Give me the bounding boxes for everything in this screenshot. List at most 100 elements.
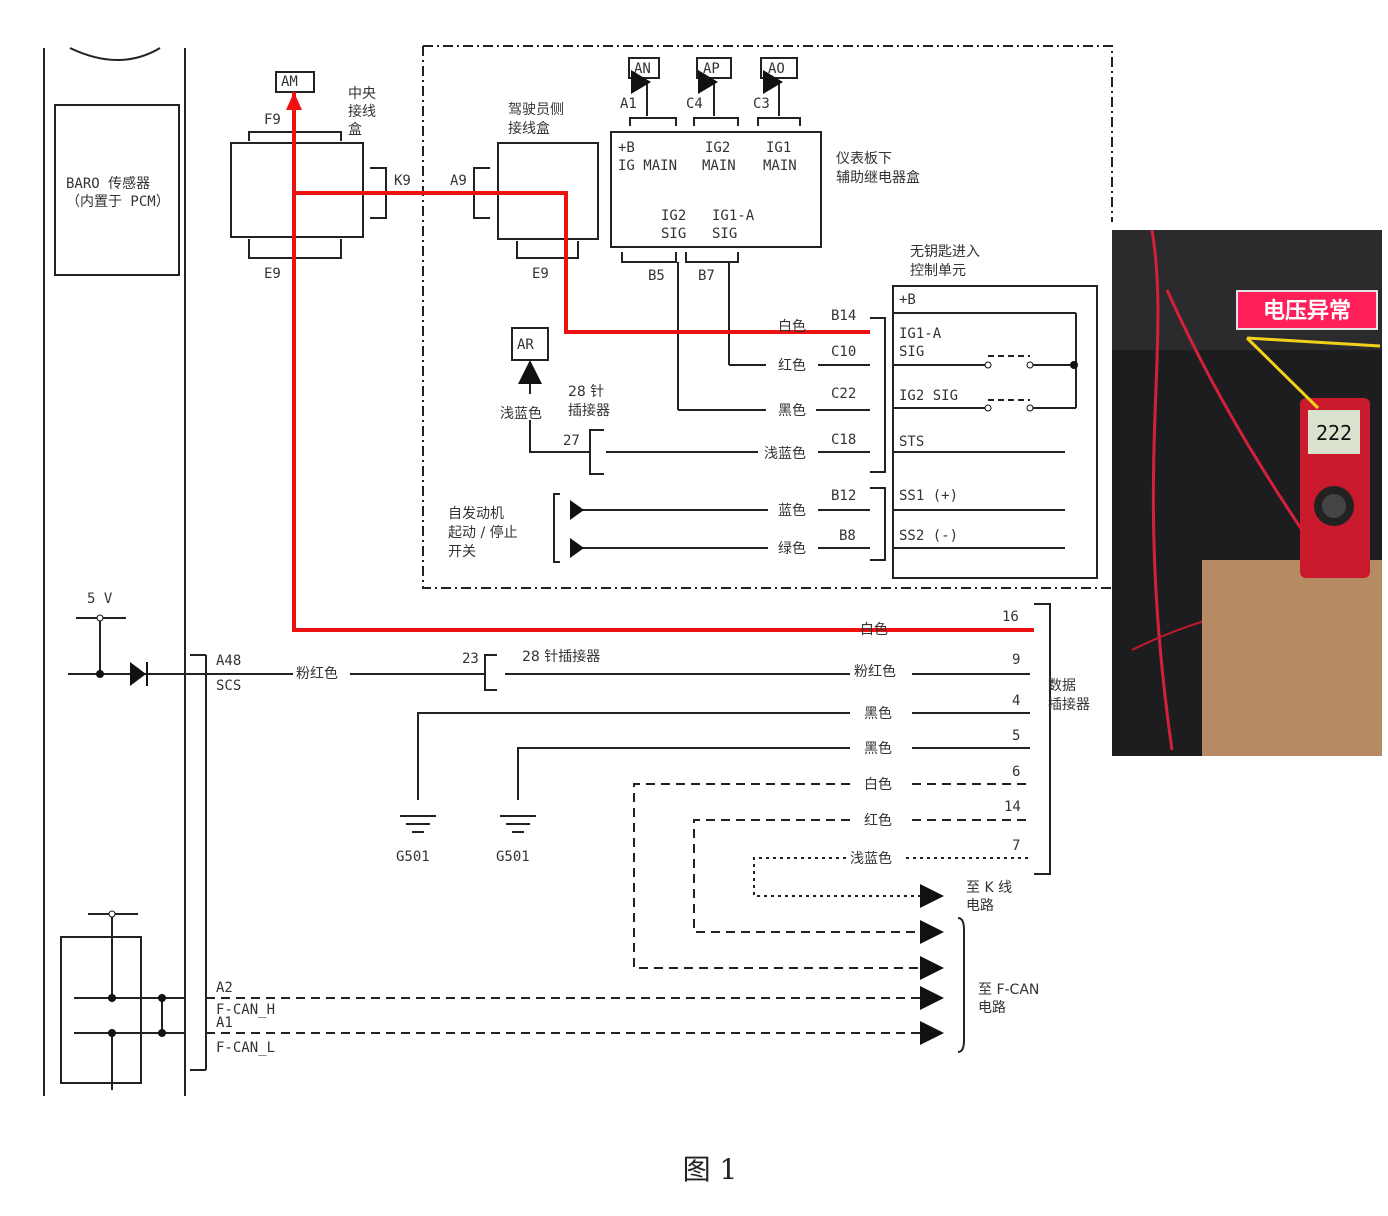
b8-label: B8	[839, 528, 856, 544]
c3-label: C3	[753, 96, 770, 112]
wire-color-light-blue-3: 浅蓝色	[850, 850, 892, 867]
pin-7-label: 7	[1012, 838, 1020, 854]
ground-g501-b: G501	[496, 849, 530, 865]
figure-caption: 图 1	[682, 1153, 738, 1186]
ap-label: AP	[703, 61, 720, 77]
relay-ig2-label: IG2	[705, 140, 730, 156]
wire-color-white-2: 白色	[860, 621, 888, 638]
relay-ig2-sig-label-1: IG2	[661, 208, 686, 224]
pin-14-label: 14	[1004, 799, 1021, 815]
keyless-title-1: 无钥匙进入	[910, 244, 980, 260]
e9a-label: E9	[264, 266, 281, 282]
f9-label: F9	[264, 112, 281, 128]
wire-color-black-2: 黑色	[864, 705, 892, 722]
pin-5-label: 5	[1012, 728, 1020, 744]
c22-label: C22	[831, 386, 856, 402]
5v-label: 5 V	[87, 591, 113, 607]
baro-sensor-label: BARO 传感器	[66, 175, 150, 192]
start-stop-switch-label-2: 起动 / 停止	[448, 524, 518, 541]
central-box-label-1: 中央	[348, 86, 376, 102]
an-label: AN	[634, 61, 651, 77]
relay-ig1a-sig-label-2: SIG	[712, 226, 737, 242]
keyless-title-2: 控制单元	[910, 263, 966, 279]
connector-28pin-label-2: 插接器	[568, 402, 610, 419]
b5-label: B5	[648, 268, 665, 284]
driver-box-label-1: 驾驶员侧	[508, 102, 564, 118]
pin-6-label: 6	[1012, 764, 1020, 780]
relay-ig1a-sig-label-1: IG1-A	[712, 208, 755, 224]
start-stop-switch-label-3: 开关	[448, 544, 476, 560]
relay-ig1-label: IG1	[766, 140, 791, 156]
a48-label: A48	[216, 653, 241, 669]
red-highlight-branch	[294, 191, 870, 334]
wire-color-light-blue-1: 浅蓝色	[764, 445, 806, 462]
connector-28pin-label-3: 28 针插接器	[522, 648, 600, 665]
pin-4-label: 4	[1012, 693, 1020, 709]
baro-sensor-box	[54, 104, 180, 276]
e9b-label: E9	[532, 266, 549, 282]
wire-color-green: 绿色	[778, 540, 806, 557]
c18-label: C18	[831, 432, 856, 448]
relay-ig-main-label: IG MAIN	[618, 158, 677, 174]
voltage-abnormal-badge: 电压异常	[1236, 290, 1378, 330]
wire-color-white-1: 白色	[778, 318, 806, 335]
pin-23-label: 23	[462, 651, 479, 667]
wire-color-light-blue-2: 浅蓝色	[500, 405, 542, 422]
relay-ig2-main-label: MAIN	[702, 158, 736, 174]
c10-label: C10	[831, 344, 856, 360]
wire-color-pink-2: 粉红色	[854, 663, 896, 680]
wire-color-pink-1: 粉红色	[296, 665, 338, 682]
f-can-h-label: F-CAN_H	[216, 1002, 275, 1018]
central-junction-box	[230, 142, 364, 238]
baro-sensor-sub-label: （内置于 PCM）	[66, 194, 170, 210]
pin-16-label: 16	[1002, 609, 1019, 625]
keyless-ss1-label: SS1 (+)	[899, 488, 958, 504]
ar-label: AR	[517, 337, 534, 353]
wire-color-red-1: 红色	[778, 357, 806, 374]
keyless-ig2-sig-label: IG2 SIG	[899, 388, 958, 404]
scs-label: SCS	[216, 678, 241, 694]
keyless-sts-label: STS	[899, 434, 924, 450]
data-connector-label-1: 数据	[1048, 678, 1076, 694]
f-can-label-2: 电路	[978, 1000, 1006, 1016]
c4-label: C4	[686, 96, 703, 112]
keyless-ss2-label: SS2 (-)	[899, 528, 958, 544]
keyless-sig-label: SIG	[899, 344, 924, 360]
a2-label: A2	[216, 980, 233, 996]
b7-label: B7	[698, 268, 715, 284]
pcm-break	[69, 47, 161, 61]
keyless-ig1a-label: IG1-A	[899, 326, 942, 342]
relay-box-title-1: 仪表板下	[836, 151, 892, 167]
relay-ig2-sig-label-2: SIG	[661, 226, 686, 242]
b14-label: B14	[831, 308, 856, 324]
k9-label: K9	[394, 173, 411, 189]
ground-g501-a: G501	[396, 849, 430, 865]
keyless-control-unit	[892, 285, 1098, 579]
k-line-label-2: 电路	[966, 898, 994, 914]
am-label: AM	[281, 74, 298, 90]
ao-label: AO	[768, 61, 785, 77]
e9b-bracket	[516, 241, 579, 259]
k-line-label-1: 至 K 线	[966, 880, 1012, 896]
relay-box	[610, 131, 822, 248]
b12-label: B12	[831, 488, 856, 504]
keyless-b-label: +B	[899, 292, 916, 308]
red-highlight-circuit	[292, 92, 1034, 632]
wire-color-black-1: 黑色	[778, 402, 806, 419]
a1-label: A1	[620, 96, 637, 112]
a9-label: A9	[450, 173, 467, 189]
relay-enclosure	[422, 45, 1113, 589]
driver-box-label-2: 接线盒	[508, 120, 550, 137]
central-box-label-3: 盒	[348, 121, 362, 138]
relay-box-title-2: 辅助继电器盒	[836, 169, 920, 186]
data-connector-label-2: 插接器	[1048, 696, 1090, 713]
f-can-l-label: F-CAN_L	[216, 1040, 275, 1056]
pin-9-label: 9	[1012, 652, 1020, 668]
a1-pin-label: A1	[216, 1015, 233, 1031]
central-box-label-2: 接线	[348, 103, 376, 120]
connector-28pin-label-1: 28 针	[568, 384, 604, 400]
wire-color-red-2: 红色	[864, 812, 892, 829]
wire-color-blue: 蓝色	[778, 502, 806, 519]
wire-color-white-3: 白色	[864, 776, 892, 793]
